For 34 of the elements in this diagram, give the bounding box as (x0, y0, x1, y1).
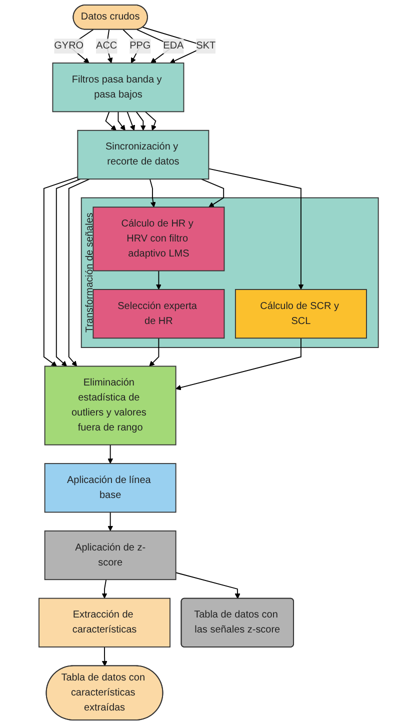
arrow (144, 111, 156, 131)
node-box: Aplicación de línea base (44, 463, 176, 513)
node-box: Cálculo de SCR y SCL (234, 289, 367, 339)
arrow (208, 168, 304, 290)
arrow (105, 111, 116, 131)
arrow (102, 579, 108, 599)
arrow (56, 178, 81, 366)
arrow (136, 111, 146, 131)
node-box: Cálculo de HR y HRV con filtro adaptivo LMS (92, 206, 225, 272)
arrow (175, 572, 240, 599)
edge-label: EDA (163, 40, 184, 52)
arrow (118, 111, 126, 131)
node-box: Eliminación estadística de outliers y valores fuera de rango (44, 366, 176, 446)
arrow (107, 512, 113, 532)
edge-label: SKT (196, 40, 216, 52)
node-box: Sincronización y recorte de datos (77, 130, 209, 180)
edge-label: GYRO (54, 40, 84, 52)
arrow (200, 178, 224, 208)
arrow (107, 444, 113, 464)
arrow (149, 178, 156, 208)
edge-label: PPG (129, 40, 151, 52)
arrow (126, 111, 135, 131)
edge-label: ACC (96, 40, 117, 52)
arrow (102, 646, 108, 666)
node-box: Extracción de características (38, 598, 170, 648)
node-box: Aplicación de z-score (44, 530, 176, 580)
arrow (43, 176, 78, 366)
arrow (175, 338, 302, 390)
arrow (149, 338, 160, 366)
node-box: Selección experta de HR (92, 289, 225, 339)
arrow (106, 29, 112, 64)
arrow (68, 178, 90, 366)
arrow (156, 270, 162, 290)
node-box: Filtros pasa banda y pasa bajos (52, 62, 184, 112)
